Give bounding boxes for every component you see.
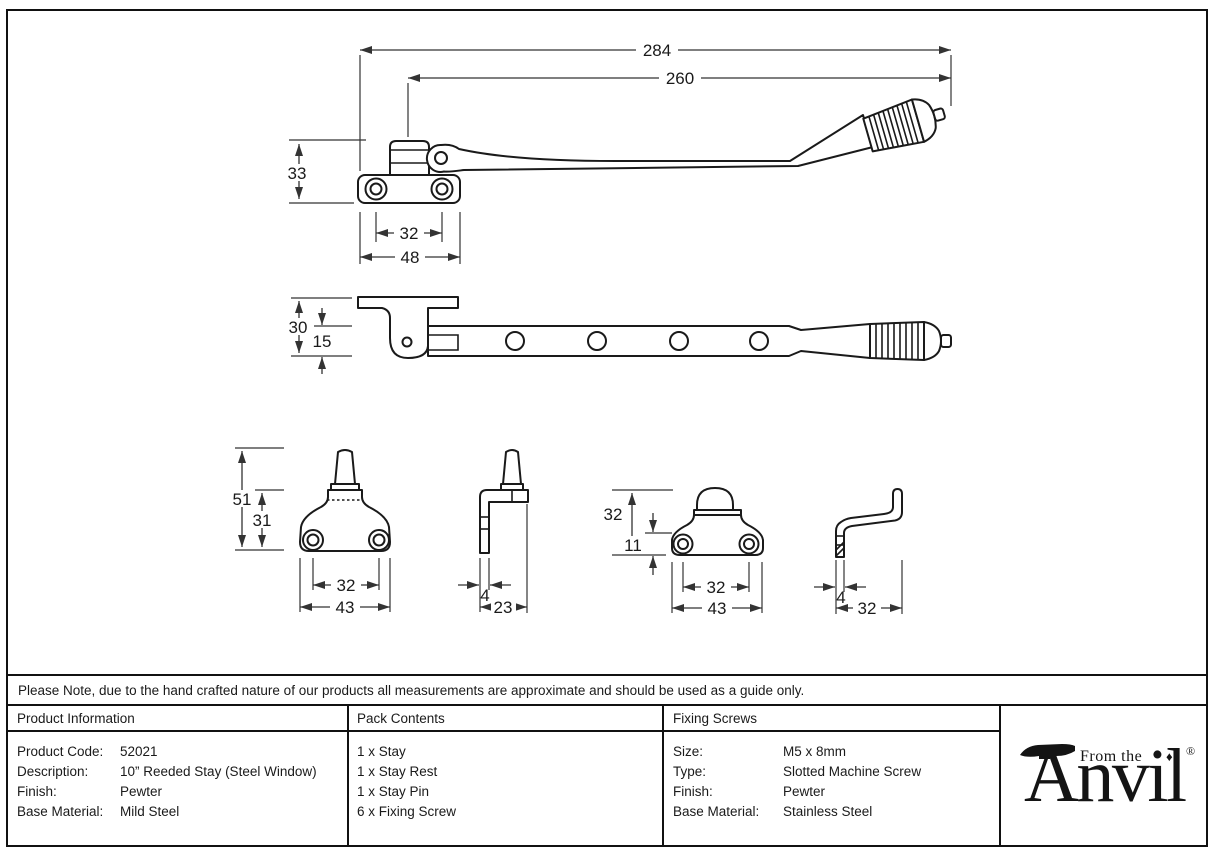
dimension-side-overall-height: 30 [284,297,352,357]
dimension-label: 32 [400,224,419,243]
anvil-icon [1020,744,1075,759]
from-the-anvil-logo: Anvil From the ♦ ® [1018,734,1208,818]
screw-base-material-value: Stainless Steel [783,804,873,819]
dimension-label: 31 [253,511,272,530]
measurement-note-bar: Please Note, due to the hand crafted nat… [6,674,1208,706]
stay-top-view [357,98,946,204]
dimension-side-arm-height: 15 [308,308,352,374]
dimension-label: 260 [666,69,694,88]
pack-contents-item: 1 x Stay Pin [357,784,430,799]
dimension-rest-height: 32 [600,489,673,556]
dimension-pin-total-height: 51 [228,447,284,551]
dimension-label: 51 [233,490,252,509]
technical-drawing: 284 260 33 32 48 [228,41,952,618]
dimension-label: 15 [313,332,332,351]
dimension-label: 32 [707,578,726,597]
stay-side-view [357,296,952,361]
dimension-rest-hole-spacing: 32 [682,562,750,597]
screw-finish-label: Finish: [673,784,713,799]
dimension-pin-side-thickness: 4 [458,558,511,612]
dimension-overall-length: 284 [359,41,952,171]
measurement-note-text: Please Note, due to the hand crafted nat… [18,683,805,698]
dimension-rest-base-width: 43 [671,562,763,618]
screw-type-value: Slotted Machine Screw [783,764,922,779]
dimension-arm-length: 260 [407,69,951,137]
dimension-rest-base-height: 11 [621,513,672,575]
dimension-label: 32 [858,599,877,618]
reeded-knob-top [862,98,946,153]
dimension-label: 43 [336,598,355,617]
pack-contents-item: 1 x Stay [357,744,406,759]
description-label: Description: [17,764,89,779]
reeded-knob-side [869,321,952,361]
dimension-label: 11 [624,536,642,555]
base-material-label: Base Material: [17,804,104,819]
pack-contents-header: Pack Contents [357,711,445,726]
dimension-base-hole-spacing: 32 [375,212,443,243]
dimension-label: 32 [604,505,623,524]
pack-contents-item: 6 x Fixing Screw [357,804,457,819]
registered-mark: ® [1186,744,1195,758]
table-divider [347,706,349,847]
finish-value: Pewter [120,784,163,799]
screw-size-label: Size: [673,744,704,759]
stay-rest-front-view [671,487,764,556]
dimension-pin-side-depth: 23 [480,504,528,617]
dimension-pin-hole-spacing: 32 [312,558,380,595]
product-information-header: Product Information [17,711,135,726]
fixing-screws-header: Fixing Screws [673,711,758,726]
dimension-label: 4 [480,586,489,605]
dimension-fastener-height: 33 [283,139,366,204]
dimension-rest-side-depth: 32 [836,560,903,618]
screw-size-value: M5 x 8mm [783,744,847,759]
stay-rest-side-view [835,488,903,558]
dimension-base-width: 48 [359,212,461,267]
product-code-value: 52021 [120,744,158,759]
dimension-label: 33 [288,164,307,183]
pack-contents-item: 1 x Stay Rest [357,764,438,779]
dimension-label: 284 [643,41,671,60]
dimension-label: 32 [337,576,356,595]
dimension-label: 43 [708,599,727,618]
table-divider [999,706,1001,847]
table-header-underline [6,730,1001,732]
dimension-pin-base-width: 43 [299,558,391,617]
dimension-label: 4 [836,588,845,607]
stay-pin-front-view [299,449,391,552]
screw-base-material-label: Base Material: [673,804,760,819]
dimension-label: 30 [289,318,308,337]
product-code-label: Product Code: [17,744,104,759]
diamond-icon: ♦ [1166,749,1173,764]
finish-label: Finish: [17,784,57,799]
base-material-value: Mild Steel [120,804,180,819]
dimension-pin-body-height: 31 [248,489,284,547]
logo-prefix: From the [1080,748,1142,765]
stay-pin-side-view [479,449,529,554]
screw-finish-value: Pewter [783,784,826,799]
table-divider [662,706,664,847]
dimension-label: 23 [494,598,513,617]
screw-type-label: Type: [673,764,707,779]
dimension-label: 48 [401,248,420,267]
description-value: 10” Reeded Stay (Steel Window) [120,764,317,779]
